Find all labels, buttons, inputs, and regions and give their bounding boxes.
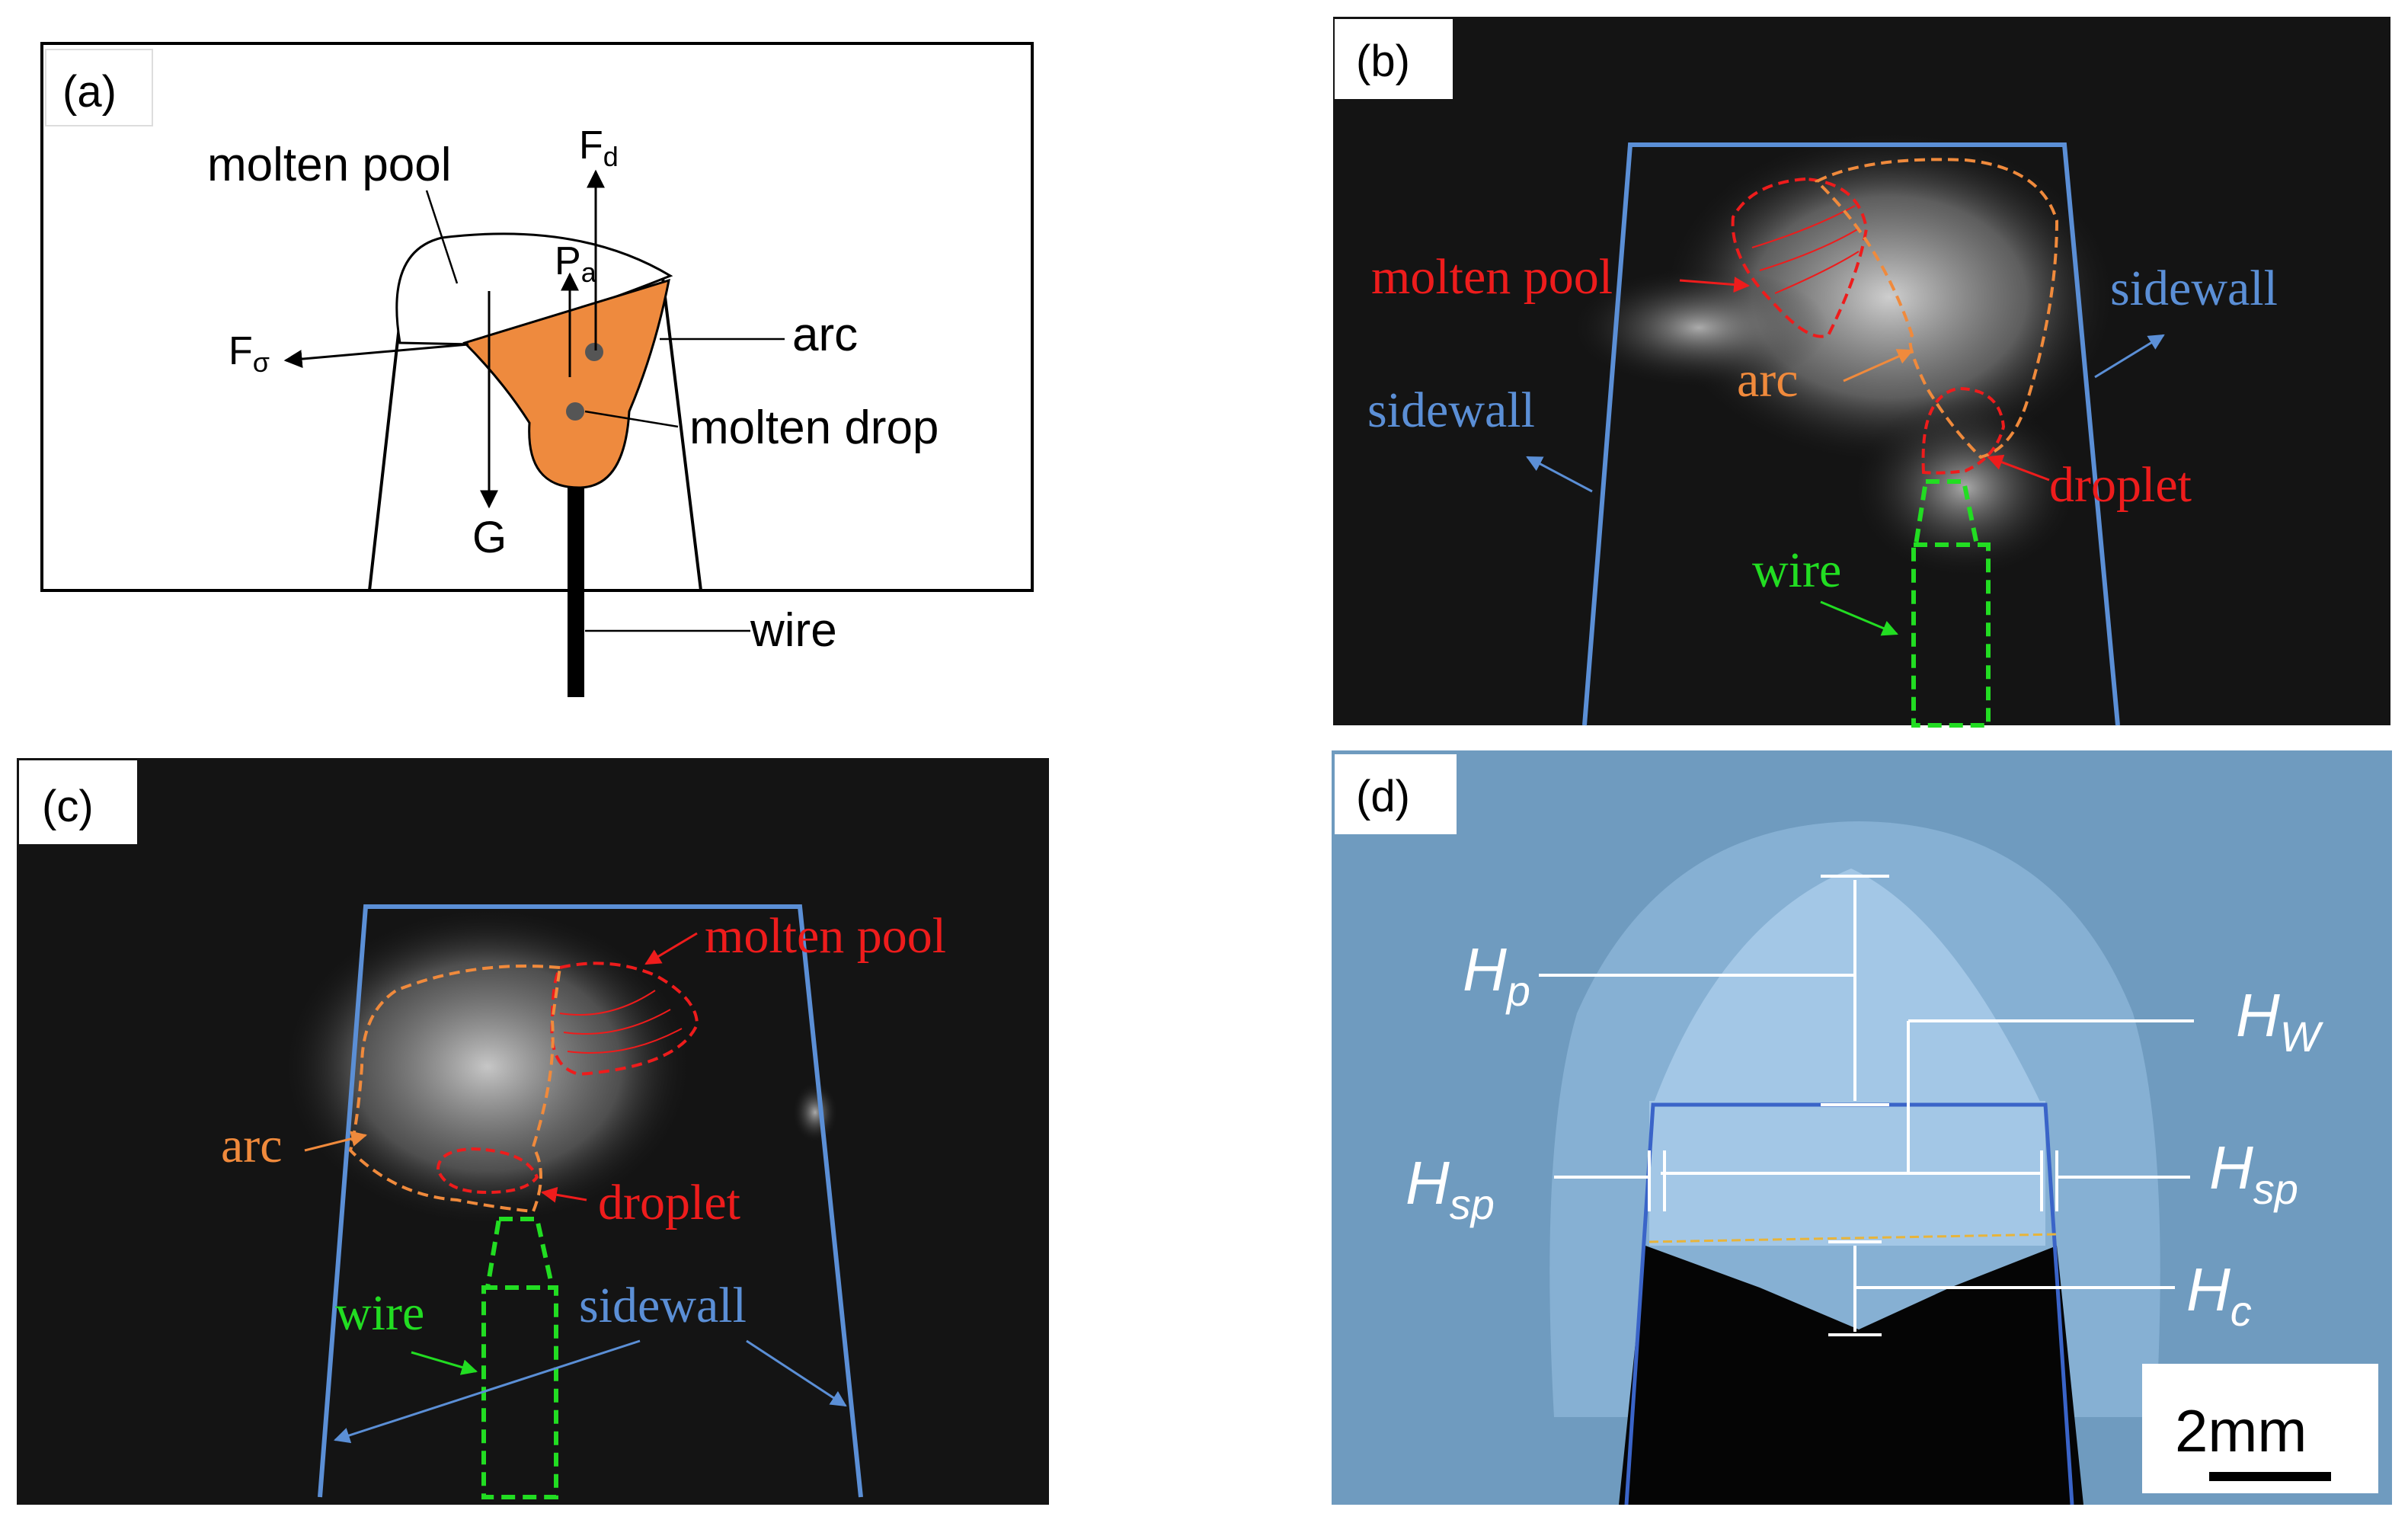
wire-rod xyxy=(568,488,584,697)
label-hc: Hc xyxy=(2186,1256,2252,1335)
pool-ripple-2 xyxy=(1759,228,1860,271)
arc-outline-b xyxy=(1814,158,2059,459)
panel-a: (a) molten pool arc molten drop wire Fd … xyxy=(40,42,1034,697)
sidewall-outline-c xyxy=(318,904,863,1498)
arc-arrow-c xyxy=(304,1131,368,1152)
panel-d: (d) Hp HW Hsp Hsp Hc 2mm xyxy=(1332,750,2392,1505)
dimension-lines xyxy=(1539,875,2194,1336)
label-sidewall-c: sidewall xyxy=(579,1278,747,1333)
panel-b-tag: (b) xyxy=(1356,37,1410,86)
pool-leader xyxy=(425,190,459,284)
sidewall-arrow-left-c xyxy=(334,1339,641,1444)
sidewall-arrow-right-c xyxy=(746,1339,847,1407)
label-fd: Fd xyxy=(579,123,619,172)
arc-arrow-b xyxy=(1843,349,1914,382)
panel-d-tag: (d) xyxy=(1356,772,1410,821)
molten-drop-shape xyxy=(462,278,670,489)
label-wire-a: wire xyxy=(750,604,837,657)
panel-b: (b) molten pool sidewall arc sidewall dr… xyxy=(1333,17,2390,728)
label-hsp-right: Hsp xyxy=(2209,1134,2298,1213)
sidewall-arrow-right-b xyxy=(2094,334,2165,379)
label-fsigma: Fσ xyxy=(229,329,270,378)
sidewall-arrow-left-b xyxy=(1526,456,1593,493)
label-sidewall-right-b: sidewall xyxy=(2110,261,2278,316)
label-molten-drop-a: molten drop xyxy=(689,402,939,454)
molten-pool-outline-b xyxy=(1731,177,1869,338)
tag-box-a xyxy=(45,49,153,126)
label-wire-c: wire xyxy=(335,1285,424,1341)
droplet-arrow-b xyxy=(1987,454,2050,482)
scale-bar xyxy=(2209,1472,2331,1481)
glow-c-main xyxy=(282,907,693,1227)
scale-label: 2mm xyxy=(2175,1397,2307,1464)
label-arc-c: arc xyxy=(221,1118,283,1173)
label-g: G xyxy=(472,513,507,562)
arc-outline-c xyxy=(348,965,562,1214)
panel-c: (c) molten pool arc droplet wire sidewal… xyxy=(17,758,1049,1505)
inner-bead xyxy=(1653,869,2042,1105)
tag-box-b xyxy=(1335,19,1453,99)
pool-ripple-3 xyxy=(1774,251,1860,294)
droplet-outline-b xyxy=(1921,386,2006,475)
pool-ripple-c1 xyxy=(559,990,656,1016)
label-hsp-left: Hsp xyxy=(1405,1149,1495,1228)
glow-b-main xyxy=(1661,130,2118,465)
wire-arrow-c xyxy=(411,1351,478,1375)
groove-black xyxy=(1619,1246,2083,1505)
label-arc-a: arc xyxy=(792,309,858,361)
wire-arrow-b xyxy=(1820,600,1898,636)
pool-arrow-c xyxy=(644,932,698,965)
glow-c-right xyxy=(792,1082,838,1143)
molten-pool-outline-c xyxy=(550,961,699,1077)
pool-arrow-b xyxy=(1679,277,1751,293)
label-droplet-c: droplet xyxy=(598,1175,740,1230)
tag-box-c xyxy=(19,760,137,844)
label-hw: HW xyxy=(2236,981,2324,1061)
label-droplet-b: droplet xyxy=(2049,457,2192,513)
fsigma-arrow xyxy=(283,343,469,369)
panel-c-tag: (c) xyxy=(42,782,94,831)
tag-box-d xyxy=(1335,754,1457,834)
label-hp: Hp xyxy=(1463,936,1530,1015)
drop-dot xyxy=(566,402,584,421)
scale-box xyxy=(2142,1364,2378,1493)
droplet-arrow-c xyxy=(540,1186,587,1203)
label-molten-pool-b: molten pool xyxy=(1371,249,1613,305)
pool-ripple-c3 xyxy=(567,1028,683,1054)
glow-b-left xyxy=(1569,267,1828,389)
label-arc-b: arc xyxy=(1737,352,1799,408)
drop-leader xyxy=(584,410,679,428)
label-sidewall-left-b: sidewall xyxy=(1367,382,1535,438)
pool-ripple-c2 xyxy=(563,1009,671,1035)
sidewall-outline-b xyxy=(1582,142,2120,726)
label-molten-pool-a: molten pool xyxy=(207,139,452,191)
label-molten-pool-c: molten pool xyxy=(705,908,946,964)
arc-dot xyxy=(585,343,603,361)
droplet-outline-c xyxy=(436,1147,539,1195)
label-pa: Pa xyxy=(555,239,597,288)
label-wire-b: wire xyxy=(1752,542,1841,598)
panel-a-tag: (a) xyxy=(62,67,117,117)
